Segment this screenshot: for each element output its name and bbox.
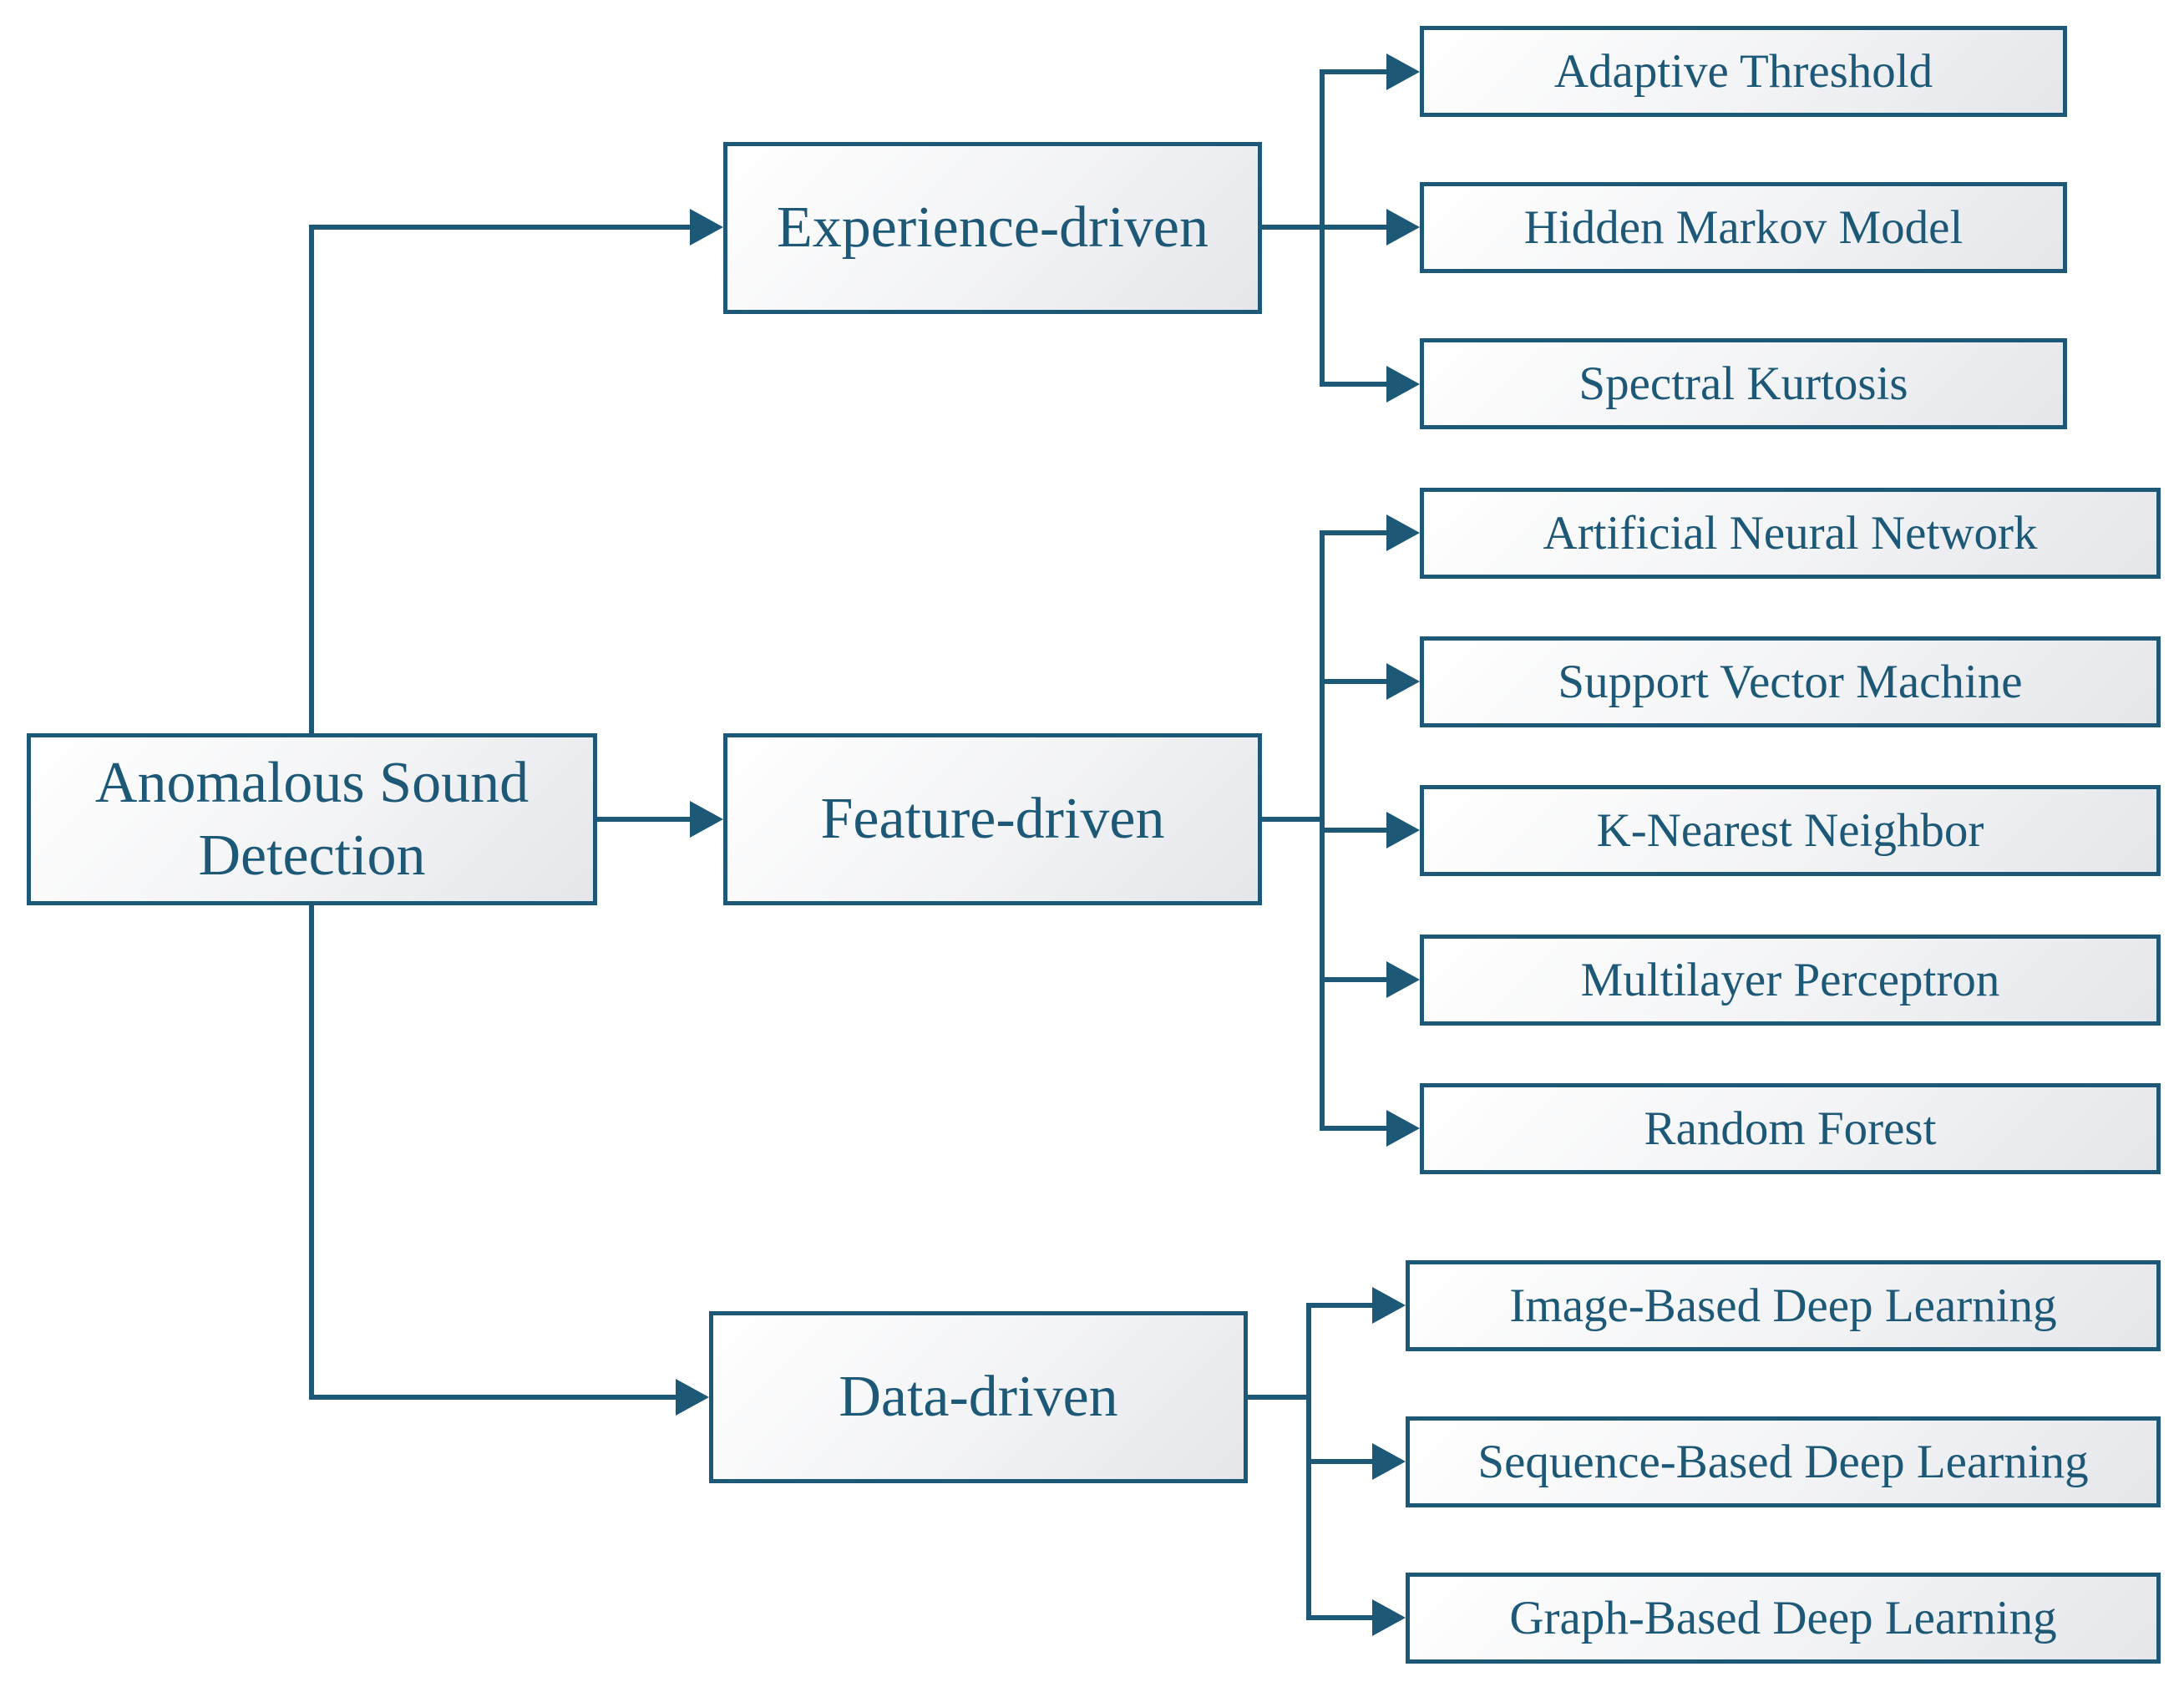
- root-to-data-arrow: [676, 1379, 709, 1416]
- leaf-image-based-deep-learning: Image-Based Deep Learning: [1406, 1260, 2161, 1351]
- feature-leaf-arrow-3: [1386, 961, 1420, 998]
- branch-experience-driven: Experience-driven: [723, 142, 1262, 314]
- data-leaf-arrow-0: [1372, 1287, 1406, 1324]
- experience-leaf-arrow-0: [1386, 53, 1420, 90]
- feature-leaf-arrow-4: [1386, 1110, 1420, 1147]
- leaf-artificial-neural-network: Artificial Neural Network: [1420, 488, 2161, 579]
- leaf-graph-based-deep-learning: Graph-Based Deep Learning: [1406, 1573, 2161, 1664]
- data-leaf-arrow-2: [1372, 1599, 1406, 1636]
- root-label-line1: Anomalous Sound: [94, 750, 530, 815]
- experience-leaf-arrow-1: [1386, 209, 1420, 246]
- data-leaf-arrow-1: [1372, 1443, 1406, 1480]
- root-to-experience-arrow: [690, 209, 723, 246]
- feature-leaf-arrow-0: [1386, 514, 1420, 551]
- feature-leaf-arrow-2: [1386, 812, 1420, 849]
- leaf-sequence-based-deep-learning: Sequence-Based Deep Learning: [1406, 1416, 2161, 1507]
- leaf-adaptive-threshold: Adaptive Threshold: [1420, 26, 2067, 117]
- root-to-feature-arrow: [690, 801, 723, 838]
- branch-feature-driven: Feature-driven: [723, 733, 1262, 905]
- feature-leaf-arrow-1: [1386, 663, 1420, 700]
- leaf-hidden-markov-model: Hidden Markov Model: [1420, 182, 2067, 273]
- leaf-multilayer-perceptron: Multilayer Perceptron: [1420, 935, 2161, 1026]
- experience-leaf-arrow-2: [1386, 366, 1420, 403]
- leaf-spectral-kurtosis: Spectral Kurtosis: [1420, 338, 2067, 429]
- leaf-support-vector-machine: Support Vector Machine: [1420, 636, 2161, 727]
- branch-data-driven: Data-driven: [709, 1311, 1248, 1483]
- leaf-random-forest: Random Forest: [1420, 1083, 2161, 1174]
- leaf-k-nearest-neighbor: K-Nearest Neighbor: [1420, 785, 2161, 876]
- root-label-line2: Detection: [198, 823, 426, 888]
- root-node: Anomalous Sound Detection: [27, 733, 597, 905]
